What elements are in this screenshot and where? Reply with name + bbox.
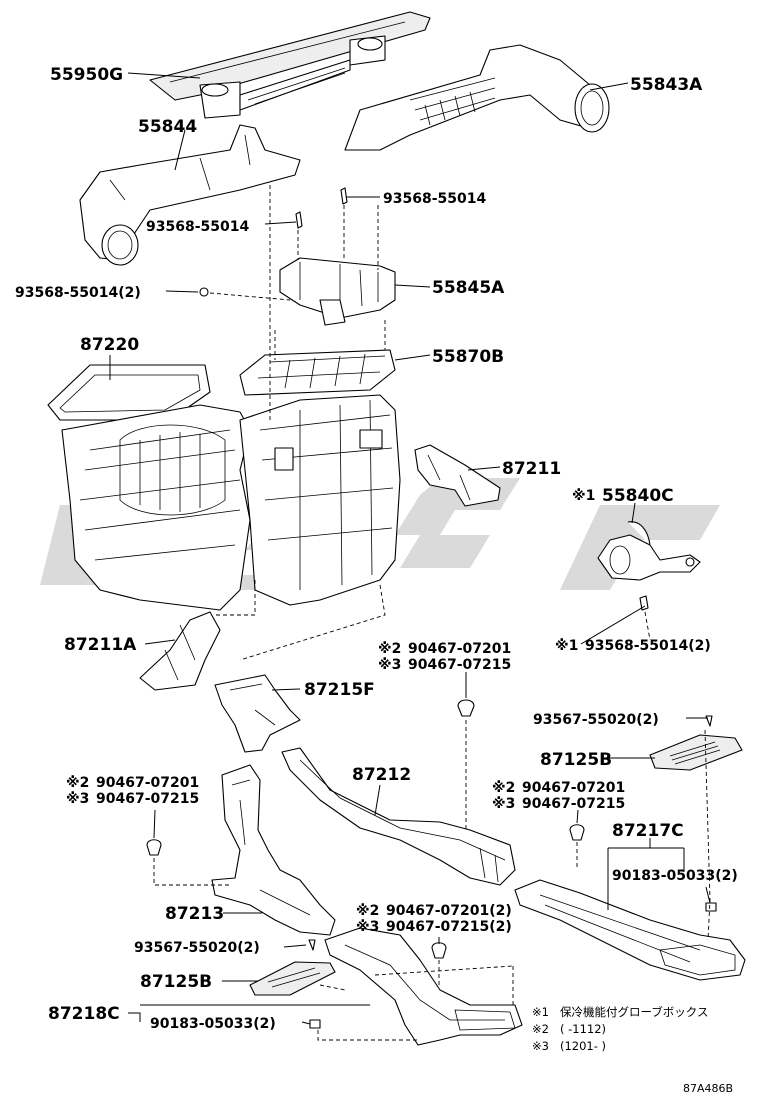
hvac-unit-drawing: [61, 394, 401, 611]
part-87212-drawing: [281, 747, 516, 886]
note-3-mark: ※3: [532, 1039, 549, 1053]
diagram-code: 87A486B: [683, 1082, 733, 1095]
label-93567-55020-b: 93567-55020(2): [134, 940, 260, 956]
part-55845a-drawing: [279, 257, 396, 326]
label-90183-05033-b: 90183-05033(2): [150, 1016, 276, 1032]
label-90467-07201-c: 90467-07201: [522, 780, 625, 796]
note-3-text: (1201- ): [560, 1039, 606, 1053]
note-2-text: ( -1112): [560, 1022, 606, 1036]
note-1-text: 保冷機能付グローブボックス: [560, 1005, 708, 1019]
label-90467-07215-a: 90467-07215: [408, 657, 511, 673]
mark-90467-07215-d: ※3: [356, 919, 379, 935]
part-87213-drawing: [211, 764, 336, 936]
mark-93568-55014-d: ※1: [555, 638, 578, 654]
part-87215f-drawing: [214, 674, 301, 753]
label-55843a: 55843A: [630, 75, 703, 95]
label-90467-07201-a: 90467-07201: [408, 641, 511, 657]
mark-90467-07201-b: ※2: [66, 775, 89, 791]
leader-lines: [109, 72, 711, 1025]
notes-legend: ※1 保冷機能付グローブボックス ※2 ( -1112) ※3 (1201- ): [532, 1005, 708, 1053]
label-87125b-a: 87125B: [540, 750, 612, 770]
part-87218c-drawing: [324, 927, 523, 1046]
mark-90467-07215-a: ※3: [378, 657, 401, 673]
label-90467-07215-c: 90467-07215: [522, 796, 625, 812]
label-93568-55014-c: 93568-55014(2): [15, 285, 141, 301]
label-90183-05033-a: 90183-05033(2): [612, 868, 738, 884]
mark-55840c: ※1: [572, 488, 595, 504]
mark-90467-07201-d: ※2: [356, 903, 379, 919]
label-93568-55014-a: 93568-55014: [146, 219, 249, 235]
part-87125b-b-drawing: [249, 961, 336, 996]
part-55870b-drawing: [239, 349, 396, 396]
label-93568-55014-d: 93568-55014(2): [585, 638, 711, 654]
assembly-lines: [153, 185, 711, 1041]
label-90467-07201-b: 90467-07201: [96, 775, 199, 791]
label-87125b-b: 87125B: [140, 972, 212, 992]
label-87217c: 87217C: [612, 821, 684, 841]
label-93568-55014-b: 93568-55014: [383, 191, 486, 207]
label-87212: 87212: [352, 765, 411, 785]
label-90467-07215-d: 90467-07215(2): [386, 919, 512, 935]
part-55843a-drawing: [344, 44, 610, 151]
label-93567-55020-a: 93567-55020(2): [533, 712, 659, 728]
label-90467-07201-d: 90467-07201(2): [386, 903, 512, 919]
mark-90467-07215-c: ※3: [492, 796, 515, 812]
label-55845a: 55845A: [432, 278, 505, 298]
label-87211: 87211: [502, 459, 561, 479]
part-87220-drawing: [47, 364, 211, 421]
part-55840c-drawing: [597, 521, 701, 581]
label-55840c: 55840C: [602, 486, 674, 506]
label-87211a: 87211A: [64, 635, 137, 655]
label-87215f: 87215F: [304, 680, 375, 700]
part-87125b-a-drawing: [649, 734, 743, 771]
label-55844: 55844: [138, 117, 197, 137]
label-55870b: 55870B: [432, 347, 504, 367]
note-2-mark: ※2: [532, 1022, 549, 1036]
note-1-mark: ※1: [532, 1005, 549, 1019]
mark-90467-07201-c: ※2: [492, 780, 515, 796]
label-87213: 87213: [165, 904, 224, 924]
fasteners-drawing: [146, 187, 717, 1029]
mark-90467-07215-b: ※3: [66, 791, 89, 807]
part-87211a-drawing: [139, 611, 221, 691]
label-87218c: 87218C: [48, 1004, 120, 1024]
mark-90467-07201-a: ※2: [378, 641, 401, 657]
part-55950g-drawing: [149, 11, 431, 119]
label-90467-07215-b: 90467-07215: [96, 791, 199, 807]
part-87217c-drawing: [514, 879, 746, 981]
label-55950g: 55950G: [50, 65, 123, 85]
part-55844-drawing: [79, 124, 301, 266]
part-87211-drawing: [414, 444, 501, 507]
label-87220: 87220: [80, 335, 139, 355]
